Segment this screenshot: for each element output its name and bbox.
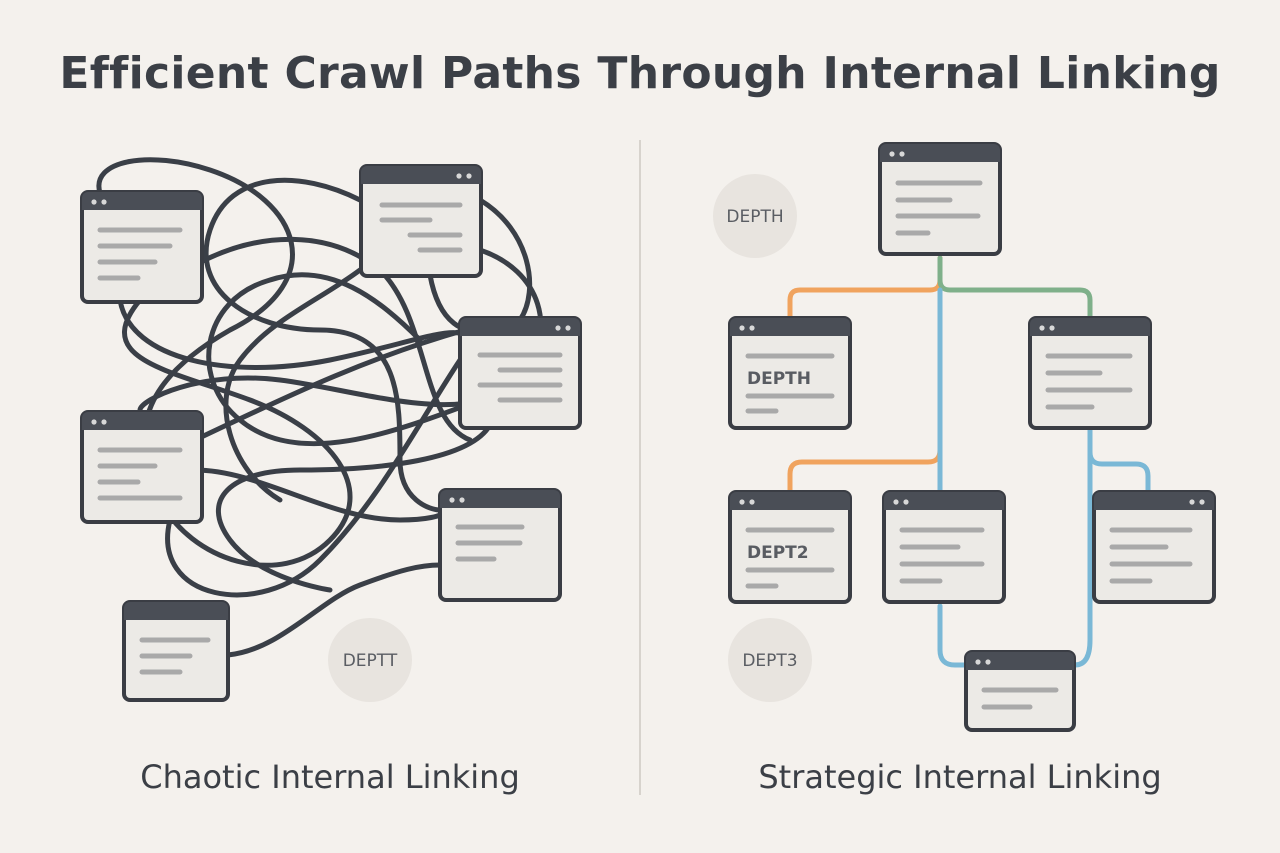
page-text-lines (981, 687, 1059, 710)
left-depth-badge-label: DEPTT (343, 651, 398, 671)
right-level1-left-page: DEPTH (728, 316, 852, 430)
browser-window-icon (458, 316, 582, 430)
page-text-lines (745, 353, 835, 414)
link-blue-bottom-left (937, 603, 971, 668)
right-depth-badge-bottom-label: DEPT3 (742, 651, 797, 671)
left-page-3 (458, 316, 582, 430)
page-text-lines (97, 227, 183, 281)
page-text-lines (745, 527, 835, 589)
page-text-lines (1045, 353, 1133, 410)
left-page-1 (80, 190, 204, 304)
right-depth-badge-top: DEPTH (713, 174, 797, 258)
left-page-6 (122, 600, 230, 702)
right-depth-badge-top-label: DEPTH (726, 207, 783, 227)
window-dots-icon (966, 652, 1074, 670)
right-level3-page (964, 650, 1076, 732)
right-root-page (878, 142, 1002, 256)
left-panel-caption: Chaotic Internal Linking (140, 758, 520, 796)
link-green-level1 (937, 255, 1093, 321)
page-title: Efficient Crawl Paths Through Internal L… (59, 48, 1221, 99)
left-page-2 (359, 164, 483, 278)
right-depth-badge-bottom: DEPT3 (728, 618, 812, 702)
page-text-lines (455, 524, 525, 562)
link-blue-right-level2 (1087, 427, 1151, 495)
page-text-lines (477, 352, 563, 403)
right-level2-right-page (1092, 490, 1216, 604)
window-dots-icon (124, 602, 228, 620)
page-text-lines (1109, 527, 1193, 584)
page-text-lines (895, 180, 983, 236)
left-page-4 (80, 410, 204, 524)
strategic-link-tree (787, 255, 1151, 668)
right-panel-caption: Strategic Internal Linking (758, 758, 1162, 796)
right-level2-left-page: DEPT2 (728, 490, 852, 604)
right-level1-right-page (1028, 316, 1152, 430)
page-text-lines (139, 637, 211, 675)
link-orange-level1 (787, 255, 943, 321)
page-text-lines (899, 527, 985, 584)
page-text-lines (97, 447, 183, 501)
right-level2-center-page (882, 490, 1006, 604)
right-level2-page-label: DEPT2 (747, 543, 809, 563)
left-depth-badge: DEPTT (328, 618, 412, 702)
right-level1-page-label: DEPTH (747, 369, 811, 389)
left-page-5 (438, 488, 562, 602)
link-blue-right-bottom (1071, 449, 1093, 668)
page-text-lines (379, 202, 463, 253)
